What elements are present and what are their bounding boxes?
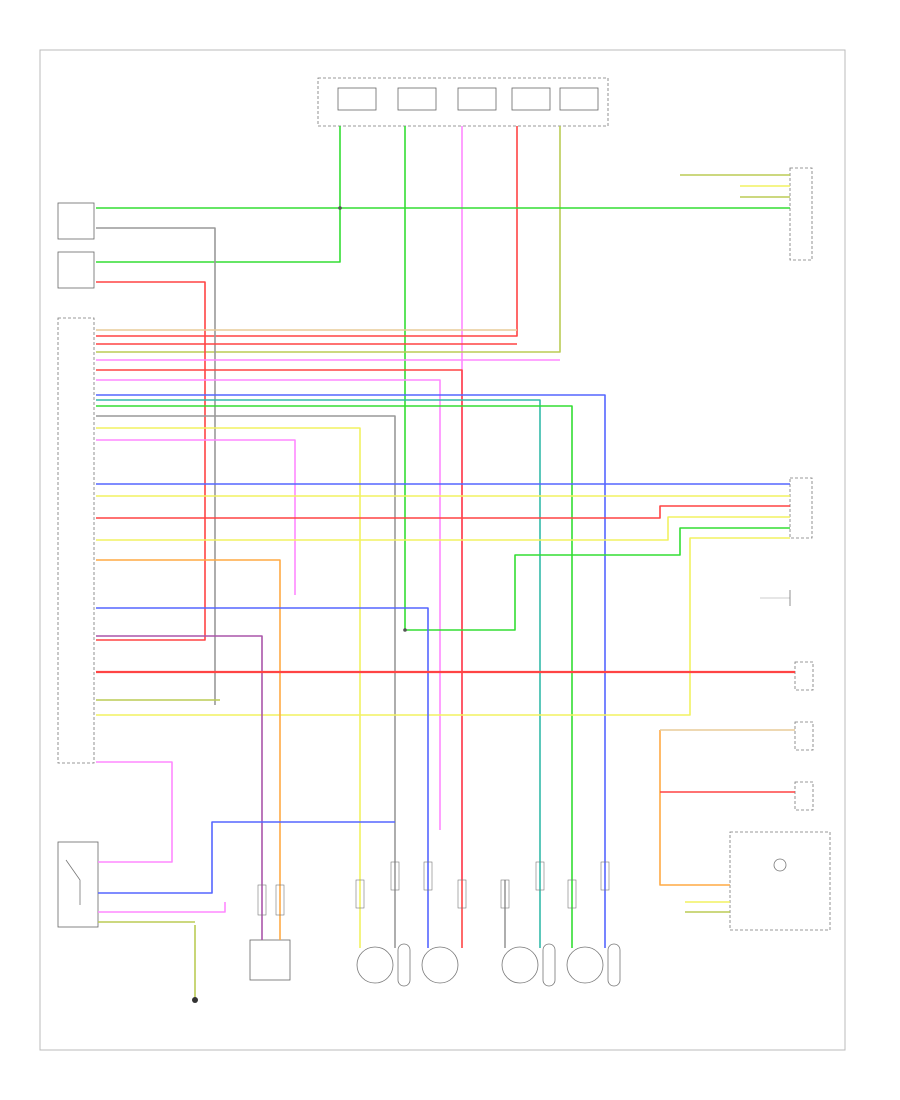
wire-red-left-loop — [96, 281, 206, 641]
wire-purple — [96, 635, 263, 880]
right-switch — [760, 590, 791, 606]
left-small-connector — [57, 251, 95, 289]
diagram-frame — [39, 49, 846, 1051]
wire-red-4 — [96, 369, 463, 880]
wire-teal-7 — [96, 399, 541, 880]
wire-yellow-long-2 — [96, 516, 790, 541]
wire-green-8 — [96, 405, 573, 880]
right-module-c — [794, 781, 814, 811]
left-top-connector — [57, 202, 95, 240]
wire-red-long — [96, 505, 790, 519]
wire-yellow-10 — [96, 427, 361, 880]
wire-gray-9 — [96, 415, 396, 880]
left-sensor — [249, 939, 291, 981]
wire-pink-brake — [96, 761, 173, 863]
wire-blue-brake — [98, 821, 395, 894]
wire-yellow-long-3 — [96, 537, 790, 716]
wire-gray-left — [96, 227, 216, 705]
wheel-sensor-3 — [501, 943, 556, 987]
ground-point — [192, 925, 198, 1003]
wire-pink-brake-2 — [98, 902, 226, 913]
wire-pink-11 — [96, 439, 296, 595]
wire-green-long — [405, 527, 790, 631]
connector-pins — [257, 206, 610, 916]
wire-blue-6 — [96, 394, 606, 880]
right-module-a — [794, 661, 814, 691]
right-mid-connector — [789, 477, 813, 539]
wire-pink-5 — [96, 379, 441, 830]
wire-blue-mid — [96, 607, 429, 880]
wire-orange — [96, 559, 281, 880]
engine-control-module — [57, 317, 95, 764]
right-module-b — [794, 721, 814, 751]
wheel-sensor-1 — [356, 943, 411, 987]
right-top-module — [789, 167, 813, 261]
wires — [96, 126, 795, 948]
wire-red-top — [96, 126, 518, 337]
wire-olive-top — [96, 126, 561, 353]
wheel-sensor-2 — [421, 946, 459, 984]
wire-orange-right — [659, 730, 730, 886]
instrument-cluster — [729, 831, 831, 931]
brake-switch — [57, 841, 99, 928]
top-module — [317, 77, 609, 127]
wheel-sensor-4 — [566, 943, 621, 987]
wire-green-top-left — [96, 126, 341, 263]
